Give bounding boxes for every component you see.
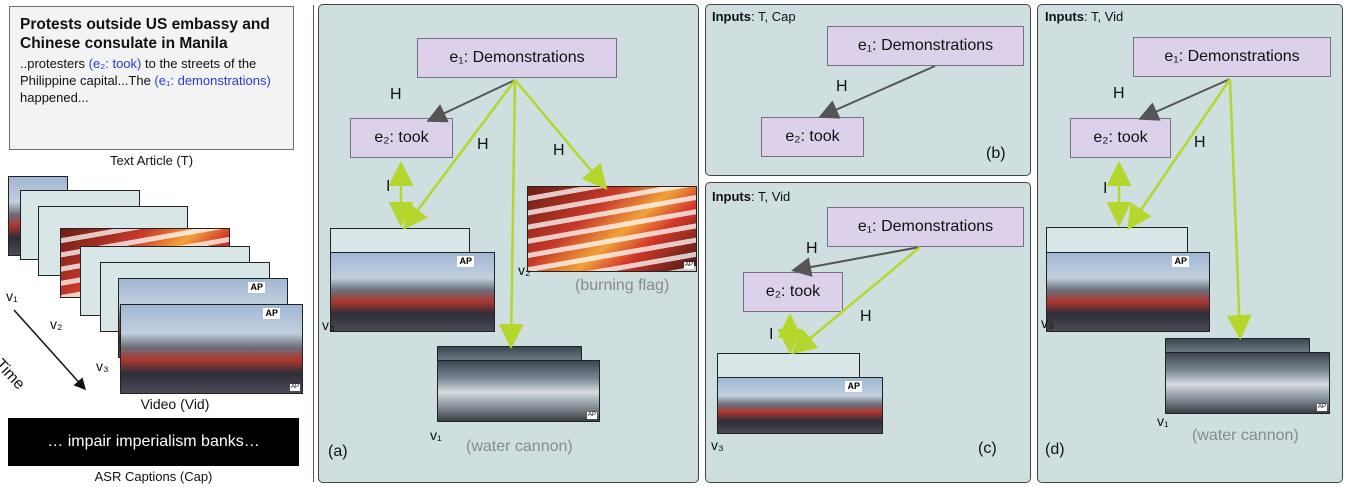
panel-b-inputs-bold: Inputs [712,9,751,24]
panel-a-e2-node: e₂: took [350,118,453,158]
panel-b-edge-h: H [836,78,848,95]
panel-d-v1-label: v₁ [1157,413,1169,429]
ap-logo: AP [263,308,280,319]
panel-d-inputs: Inputs: T, Vid [1045,9,1123,24]
ap-corner-logo: AP [586,412,597,419]
panel-d-v3-frame: AP [1046,252,1210,332]
panel-a-v3-frame: AP [330,252,495,332]
asr-caption-box: … impair imperialism banks… [8,418,299,466]
panel-b-arrow-e1-e2 [818,65,936,119]
v2-label: v₂ [50,316,63,332]
article-body: ..protesters (e₂: took) to the streets o… [20,55,283,106]
article-event-e2: (e₂: took) [88,56,142,71]
ap-logo: AP [845,381,862,392]
panel-a-v3-label: v₃ [322,317,335,333]
video-frame-front: AP AP [120,304,303,394]
panel-b-e1-node: e₁: Demonstrations [827,26,1024,66]
time-arrow-line [13,309,87,391]
panel-a-edge-h1: H [390,86,402,103]
v3-label: v₃ [96,358,109,374]
panel-d-v3-label: v₃ [1041,315,1054,331]
ap-corner-logo: AP [1316,404,1327,411]
panel-d-e2-node: e₂: took [1070,118,1171,158]
ap-logo: AP [1172,256,1189,267]
panel-a-arrow-e1-v1 [498,79,524,349]
panel-a-arrow-e1-v3 [403,79,517,231]
panel-c-edge-i: I [769,326,774,343]
panel-c-edge-h1: H [806,240,818,257]
ap-corner-logo: AP [683,262,694,269]
panel-d-edge-h2: H [1194,134,1206,151]
ap-logo: AP [248,282,265,293]
article-event-e1: (e₁: demonstrations) [154,73,271,88]
panel-d-inputs-rest: : T, Vid [1084,9,1124,24]
video-caption: Video (Vid) [140,396,210,412]
text-article-caption: Text Article (T) [109,153,194,168]
panel-a-edge-h2: H [477,136,489,153]
panel-c-edge-h2: H [860,308,872,325]
panel-a-v1-label: v₁ [430,427,442,443]
panel-a-arrow-e1-v2 [514,79,608,190]
panel-b-inputs-rest: : T, Cap [751,9,796,24]
panel-d-v1-frame: AP [1165,352,1330,414]
panel-c-v3-frame: AP [717,377,883,434]
panel-c-label: (c) [978,440,997,457]
separator-line [313,5,314,482]
article-text-1: ..protesters [20,56,89,71]
text-article-card: Protests outside US embassy and Chinese … [9,6,294,150]
panel-b-inputs: Inputs: T, Cap [712,9,796,24]
ap-corner-logo: AP [289,384,300,391]
panel-a-label: (a) [328,443,348,460]
panel-d-arrow-e1-e2 [1138,78,1231,121]
panel-a-v2-label: v₂ [518,262,531,278]
panel-d-arrow-e1-v1 [1226,78,1252,340]
v1-label: v₁ [6,288,18,304]
article-text-3: happened... [20,90,89,105]
panel-d-e1-node: e₁: Demonstrations [1133,37,1331,77]
panel-c-inputs-bold: Inputs [712,189,751,204]
panel-b-label: (b) [986,145,1006,162]
panel-a-v2-frame: AP [527,186,697,272]
panel-d-edge-h1: H [1113,85,1125,102]
panel-d-label: (d) [1045,441,1065,458]
panel-b-e2-node: e₂: took [761,117,864,157]
panel-a-e1-node: e₁: Demonstrations [417,38,617,78]
panel-a-v1-frame: AP [437,360,600,422]
panel-d-water-cannon-label: (water cannon) [1192,427,1299,444]
panel-a-burning-flag-label: (burning flag) [575,277,670,294]
panel-d-inputs-bold: Inputs [1045,9,1084,24]
panel-c-e1-node: e₁: Demonstrations [827,207,1024,247]
article-title: Protests outside US embassy and Chinese … [20,16,270,52]
panel-c-e2-node: e₂: took [743,272,843,312]
panel-d-edge-i: I [1103,180,1108,197]
panel-a-arrow-e1-e2 [426,79,516,123]
panel-c-v3-label: v₃ [711,437,724,453]
panel-d-arrow-e1-v3 [1127,78,1232,231]
video-frame-stack: AP AP AP [8,176,303,404]
asr-caption-label: ASR Captions (Cap) [94,469,213,484]
panel-c-inputs-rest: : T, Vid [751,189,791,204]
panel-c-inputs: Inputs: T, Vid [712,189,790,204]
panel-a-water-cannon-label: (water cannon) [466,438,573,455]
panel-c-arrow-e1-e2 [791,246,921,277]
panel-c-arrow-e1-v3 [791,246,921,355]
article-text-2: to the streets of the Philippine capital… [20,56,257,88]
time-arrow [13,309,87,391]
panel-a-edge-h3: H [553,142,565,159]
panel-a-edge-i: I [386,178,391,195]
ap-logo: AP [457,256,474,267]
